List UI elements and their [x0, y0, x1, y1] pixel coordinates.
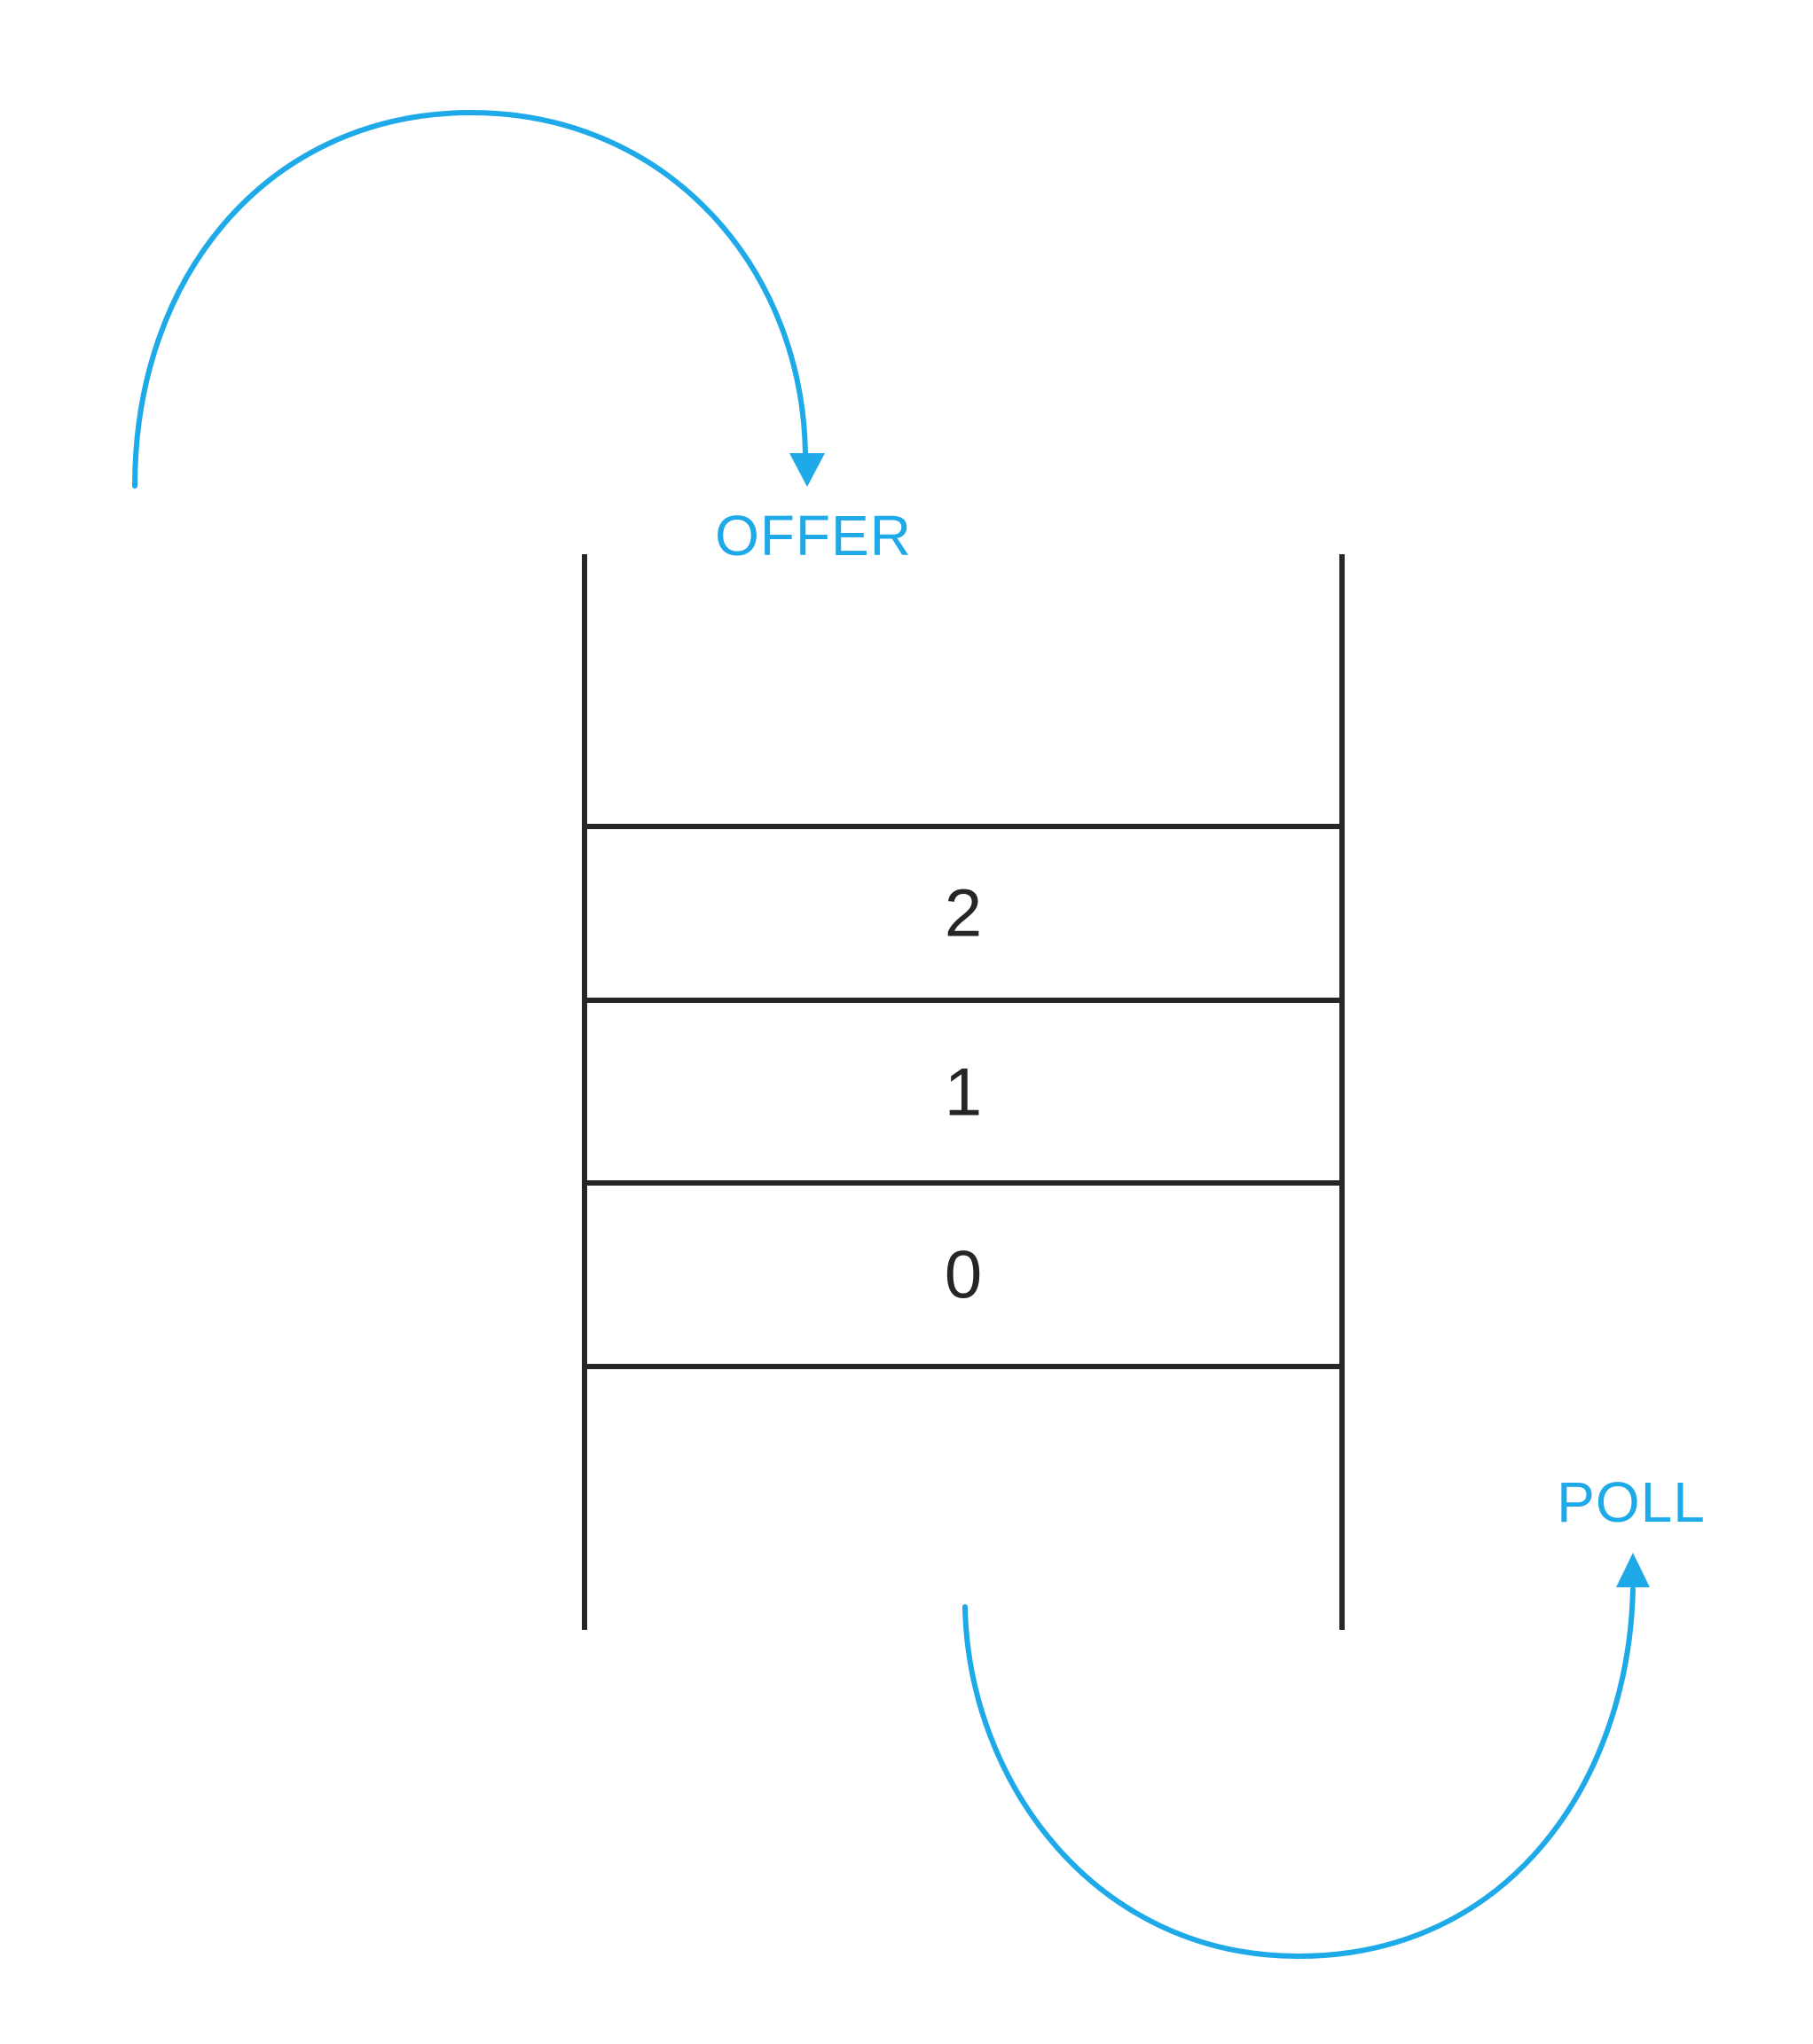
- offer-label: OFFER: [715, 504, 912, 568]
- queue-cell-value: 0: [945, 1238, 982, 1313]
- offer-arrow: OFFER: [132, 109, 912, 568]
- offer-arrow-curve: [132, 109, 808, 489]
- queue-cell-value: 1: [945, 1055, 982, 1131]
- queue-cell-value: 2: [945, 876, 982, 952]
- poll-arrow-curve: [962, 1586, 1636, 1960]
- queue-container: 2 1 0: [582, 554, 1345, 1630]
- offer-arrowhead-icon: [789, 453, 825, 487]
- poll-arrowhead-icon: [1616, 1553, 1650, 1587]
- poll-arrow: POLL: [962, 1470, 1706, 1960]
- poll-label: POLL: [1557, 1470, 1706, 1534]
